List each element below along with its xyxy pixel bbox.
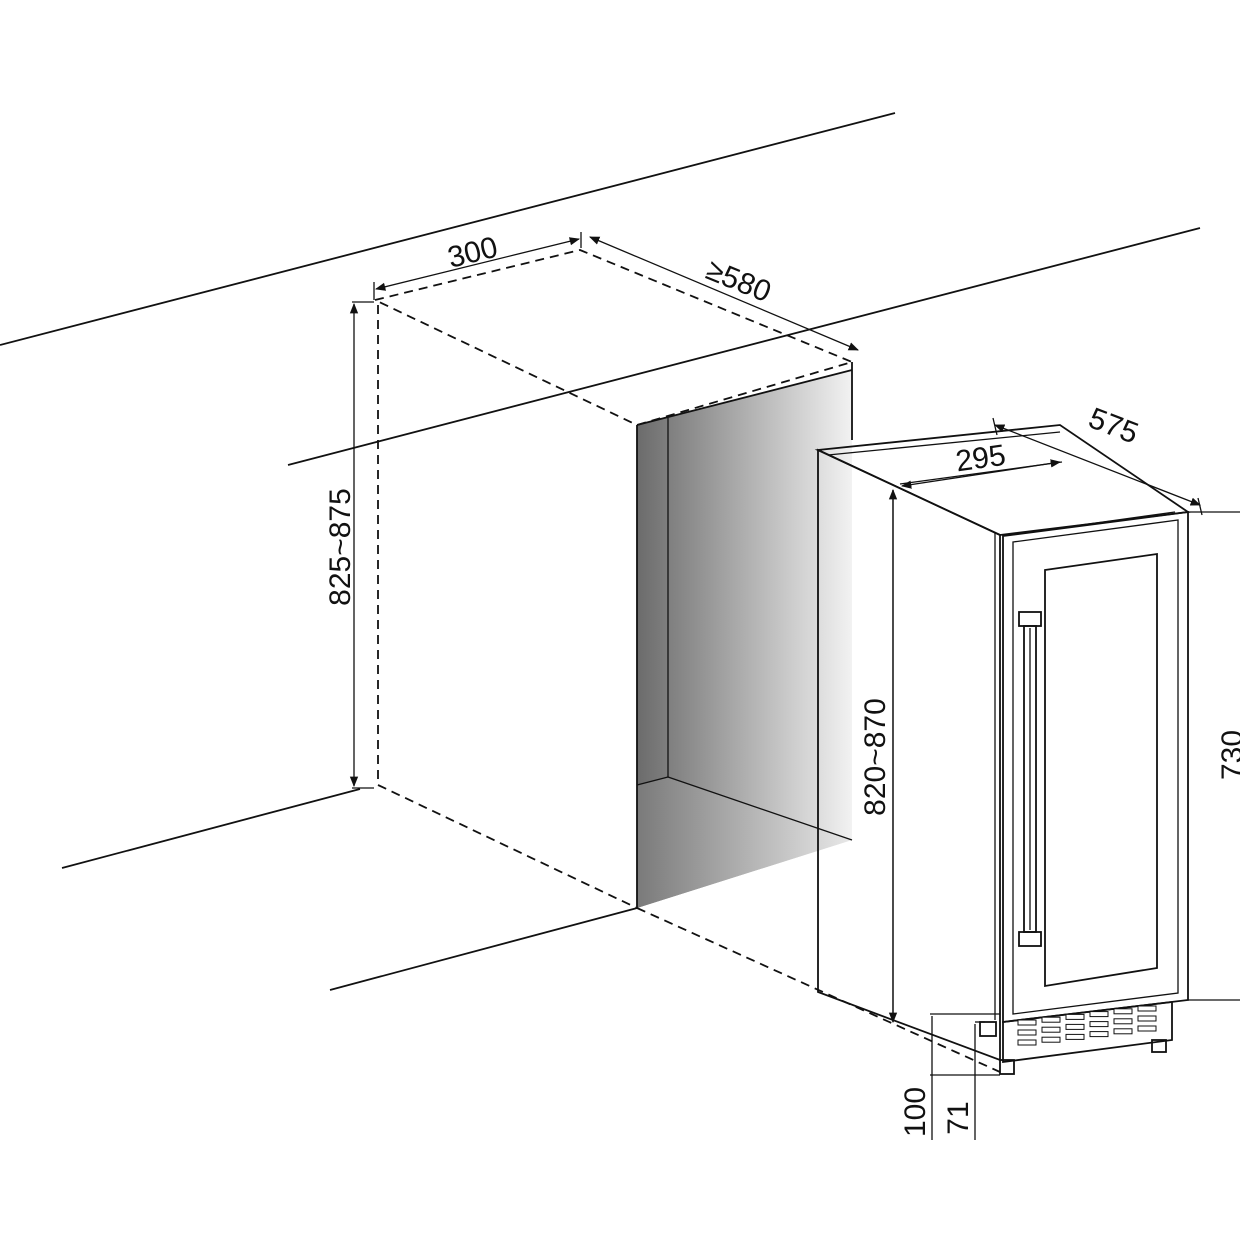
grille-slot	[1017, 1039, 1037, 1046]
cooler-top-rim	[827, 431, 1061, 456]
dim-300-line	[374, 237, 581, 291]
door-handle	[1018, 611, 1042, 947]
grille-slot	[1137, 1005, 1157, 1012]
wall-line-top	[0, 112, 896, 346]
grille-slot	[1089, 1021, 1109, 1028]
floor-line-left	[61, 788, 361, 869]
grille-slot	[1113, 1018, 1133, 1025]
label-appliance-depth: 575	[1084, 402, 1143, 451]
niche-dimension-lines	[349, 232, 859, 789]
label-foot-height: 71	[942, 1101, 975, 1134]
grille-slot	[1041, 1016, 1061, 1023]
dim-295-line	[900, 459, 1062, 489]
grille-slot	[1017, 1029, 1037, 1036]
grille-slot	[1113, 1028, 1133, 1035]
niche-top-edge	[636, 369, 853, 426]
dimension-labels: 300 ≥580 825~875 575 295 820~870 730 100…	[324, 231, 1240, 1137]
niche-back-shaded	[637, 370, 852, 908]
dim-580-line	[589, 236, 859, 351]
ventilation-grille	[1002, 1000, 1173, 1064]
cooler-glass-panel	[1044, 552, 1158, 988]
grille-slot	[1089, 1031, 1109, 1038]
label-niche-depth: ≥580	[702, 253, 776, 309]
foot-rear	[979, 1021, 997, 1037]
floor-line-right	[329, 907, 638, 991]
label-appliance-width: 295	[954, 439, 1008, 479]
wall-lines	[0, 112, 1201, 991]
foot-front-right	[1151, 1039, 1167, 1053]
grille-slots	[1017, 1005, 1157, 1046]
grille-slot	[1065, 1033, 1085, 1040]
grille-slot	[1113, 1008, 1133, 1015]
installation-niche	[372, 249, 1001, 1073]
foot-front-left	[999, 1059, 1015, 1075]
label-cut-height: 730	[1216, 730, 1240, 780]
label-appliance-height: 820~870	[859, 698, 892, 816]
label-plinth-height: 100	[899, 1087, 932, 1137]
niche-floor-shaded	[637, 777, 852, 908]
grille-slot	[1137, 1015, 1157, 1022]
dim-575-line	[994, 424, 1201, 506]
grille-slot	[1065, 1013, 1085, 1020]
appliance-dimension-lines	[888, 417, 1240, 1140]
label-niche-height: 825~875	[324, 488, 357, 606]
grille-slot	[1041, 1026, 1061, 1033]
niche-inner-floor	[636, 776, 669, 786]
grille-slot	[1137, 1025, 1157, 1032]
handle-bar	[1023, 625, 1037, 933]
niche-inner-floor-depth	[667, 776, 853, 841]
niche-floor-edge-dashed	[377, 784, 638, 909]
handle-bottom-mount	[1018, 931, 1042, 947]
grille-slot	[1089, 1011, 1109, 1018]
cooler-door-frame	[1012, 519, 1179, 1015]
cooler-door-top-edge	[1002, 511, 1176, 537]
handle-top-mount	[1018, 611, 1042, 627]
dim-575-ext-left	[992, 417, 998, 436]
grille-slot	[1065, 1023, 1085, 1030]
grille-slot	[1017, 1019, 1037, 1026]
label-niche-width: 300	[444, 231, 501, 275]
grille-slot	[1041, 1036, 1061, 1043]
